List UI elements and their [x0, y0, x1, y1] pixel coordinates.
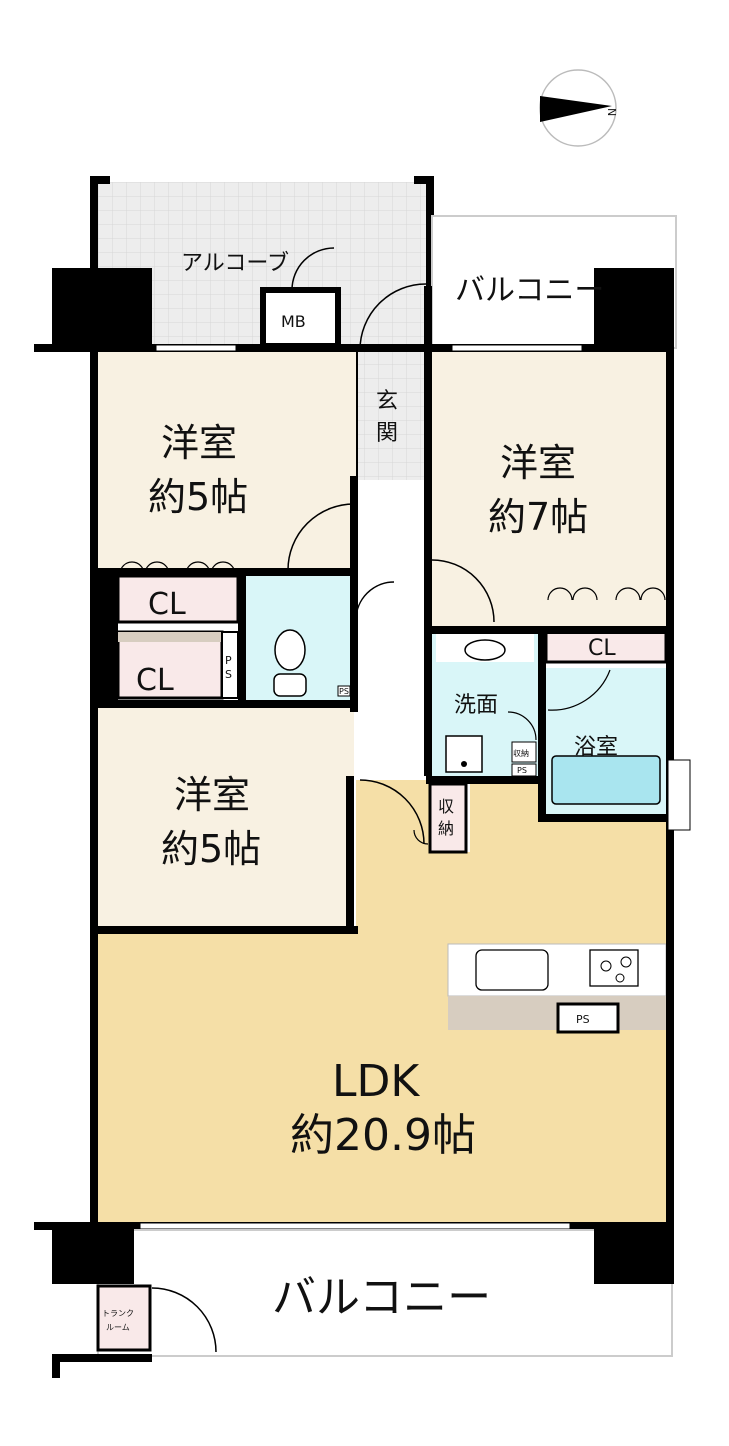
compass-icon: N	[539, 69, 618, 147]
trunk-label-2: ルーム	[106, 1323, 130, 1332]
alcove: アルコーブ MB	[52, 176, 434, 349]
bedroom-2-size: 約7帖	[488, 495, 588, 539]
bedroom-1: 洋室 約5帖	[98, 352, 356, 572]
ps-vertical-s: S	[225, 668, 232, 681]
washroom: 洗面 収納 PS	[432, 632, 540, 778]
trunk-room: トランク ルーム	[52, 1284, 217, 1378]
genkan-char-2: 関	[376, 421, 398, 446]
ldk-storage-char-2: 納	[438, 819, 454, 838]
compass-north-label: N	[605, 108, 618, 116]
ldk: LDK 約20.9帖	[98, 779, 666, 1222]
closet-2: CL	[116, 630, 224, 713]
kitchen-counter: PS	[447, 943, 667, 1034]
bathroom: 浴室	[544, 668, 666, 814]
balcony-top-label: バルコニー	[455, 273, 604, 308]
ldk-storage-char-1: 収	[438, 797, 454, 816]
window-marks	[139, 344, 691, 1230]
bedroom-3-size: 約5帖	[161, 827, 261, 871]
hallway	[356, 480, 428, 776]
bedroom-2: 洋室 約7帖	[431, 352, 666, 628]
bath-label: 浴室	[574, 735, 618, 760]
pipe-space-vertical: P S	[221, 631, 239, 699]
closet-1-label: CL	[148, 587, 186, 622]
alcove-label: アルコーブ	[181, 251, 289, 276]
closet-2-label: CL	[136, 663, 174, 698]
kitchen-ps-label: PS	[576, 1013, 590, 1026]
washroom-label: 洗面	[454, 693, 498, 718]
mb-label: MB	[281, 312, 306, 331]
bedroom-2-name: 洋室	[500, 441, 576, 485]
balcony-bottom-label: バルコニー	[272, 1272, 491, 1323]
ldk-name: LDK	[332, 1056, 420, 1107]
toilet-room: PS	[244, 576, 395, 700]
balcony-bottom: バルコニー	[52, 1224, 674, 1357]
balcony-top: バルコニー	[431, 215, 677, 349]
trunk-label-1: トランク	[102, 1309, 134, 1318]
ps-vertical-p: P	[225, 654, 232, 667]
ldk-size: 約20.9帖	[290, 1110, 476, 1161]
bedroom-1-name: 洋室	[161, 421, 237, 465]
washroom-ps-label: PS	[517, 766, 527, 775]
bedroom-3: 洋室 約5帖	[98, 708, 354, 928]
bedroom-1-size: 約5帖	[148, 475, 248, 519]
genkan-char-1: 玄	[376, 389, 398, 414]
wc-ps-label: PS	[339, 687, 349, 696]
closet-1: CL	[116, 561, 240, 624]
washroom-storage-label: 収納	[513, 748, 529, 758]
closet-3-label: CL	[588, 636, 616, 661]
bedroom-3-name: 洋室	[174, 773, 250, 817]
